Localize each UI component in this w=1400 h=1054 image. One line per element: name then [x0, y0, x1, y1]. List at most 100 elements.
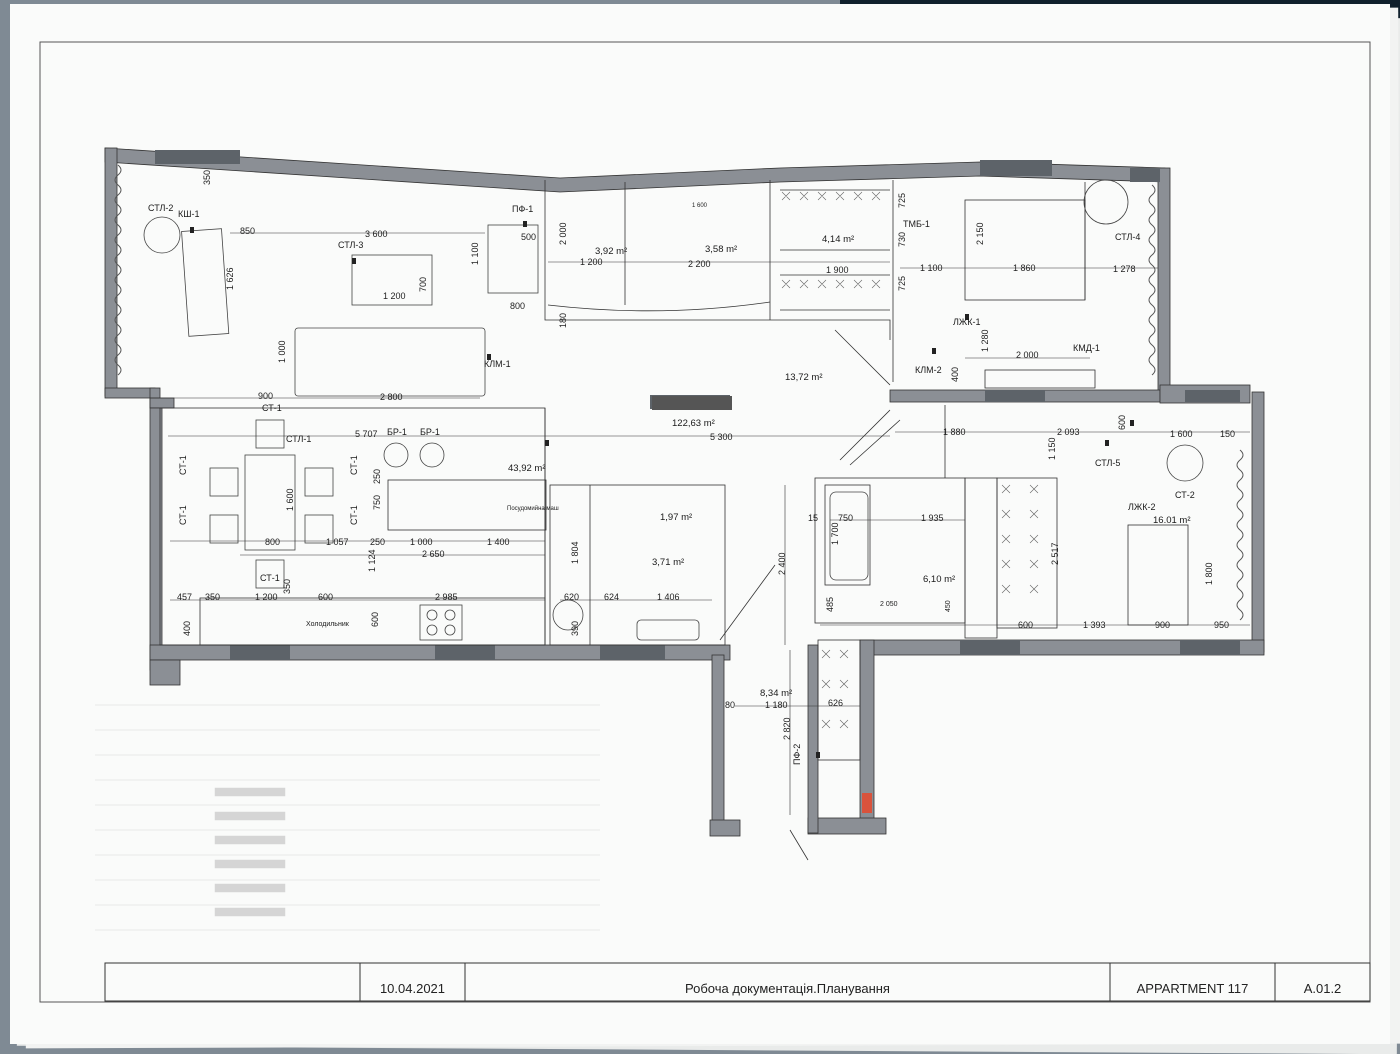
- dimension-d600: 600: [1117, 415, 1127, 430]
- sheet-frame: [39, 41, 1371, 1003]
- title-block-project: APPARTMENT 117: [1136, 980, 1249, 996]
- dimension-d2000: 2 000: [1016, 350, 1039, 360]
- dimension-d1200: 1 200: [580, 257, 603, 267]
- dimension-d626: 626: [828, 698, 843, 708]
- label-st1-top: СТ-1: [262, 403, 282, 413]
- label-stl2: СТЛ-2: [148, 203, 173, 213]
- dimension-d2093: 2 093: [1057, 427, 1080, 437]
- label-st2: СТ-2: [1175, 490, 1195, 500]
- dimension-d1700: 1 700: [830, 522, 840, 545]
- area-wardrobe1: 4,14 m²: [822, 234, 854, 245]
- dimension-d1278: 1 278: [1113, 264, 1136, 274]
- dimension-d1124: 1 124: [367, 549, 377, 572]
- label-klm2: КЛМ-2: [915, 365, 942, 375]
- dimension-d750: 750: [838, 513, 853, 523]
- dimension-d1935: 1 935: [921, 513, 944, 523]
- dining-table: [244, 454, 296, 551]
- dimension-d2650: 2 650: [422, 549, 445, 559]
- dimension-d1400: 1 400: [487, 537, 510, 547]
- floor-plan-drawing: 3,92 m² 3,58 m² 4,14 m² 13,72 m² 122,63 …: [39, 41, 1371, 1003]
- coffee-table: [351, 254, 433, 306]
- area-bath2: 3,58 m²: [705, 244, 737, 255]
- label-st1-left-b: СТ-1: [178, 505, 188, 525]
- dimension-d2985: 2 985: [435, 592, 458, 602]
- dimension-d600: 600: [1018, 620, 1033, 630]
- dimension-d250: 250: [370, 537, 385, 547]
- label-stl5: СТЛ-5: [1095, 458, 1120, 468]
- label-stl4: СТЛ-4: [1115, 232, 1140, 242]
- label-st1-right-a: СТ-1: [349, 455, 359, 475]
- drawing-sheet: 3,92 m² 3,58 m² 4,14 m² 13,72 m² 122,63 …: [10, 4, 1390, 1044]
- dimension-d1200: 1 200: [255, 592, 278, 602]
- dimension-d1600: 1 600: [692, 203, 708, 209]
- dimension-d1626: 1 626: [225, 267, 235, 290]
- dimension-d180: 180: [558, 313, 568, 328]
- dimension-d900: 900: [258, 391, 273, 401]
- dimension-d1800: 1 800: [1204, 562, 1214, 585]
- dimension-d1804: 1 804: [570, 541, 580, 564]
- label-st1-left-a: СТ-1: [178, 455, 188, 475]
- dimension-d624: 624: [604, 592, 619, 602]
- title-block-date: 10.04.2021: [379, 980, 446, 996]
- dimension-d1057: 1 057: [326, 537, 349, 547]
- dimension-d1393: 1 393: [1083, 620, 1106, 630]
- area-corridor: 8,34 m²: [760, 688, 792, 699]
- dimension-d1900: 1 900: [826, 265, 849, 275]
- door-marker: [652, 396, 732, 410]
- pf1-unit: [487, 224, 539, 294]
- dimension-d1600: 1 600: [285, 488, 295, 511]
- dimension-d725: 725: [897, 193, 907, 208]
- dimension-d3600: 3 600: [365, 229, 388, 239]
- dimension-d700: 700: [418, 277, 428, 292]
- label-br1-a: БР-1: [387, 427, 407, 437]
- area-bath4: 3,71 m²: [652, 557, 684, 568]
- dimension-d250: 250: [372, 469, 382, 484]
- dimension-d1406: 1 406: [657, 592, 680, 602]
- label-stl1: СТЛ-1: [286, 434, 311, 444]
- dimension-d350a: 350: [282, 579, 292, 594]
- dimension-d80: 80: [725, 700, 735, 710]
- label-dishwasher: Посудомийна маш: [507, 505, 559, 512]
- dimension-d620: 620: [564, 592, 579, 602]
- dimension-d850: 850: [240, 226, 255, 236]
- dimension-d800: 800: [510, 301, 525, 311]
- label-ksh1: КШ-1: [178, 209, 200, 219]
- table-stl2: [143, 216, 181, 254]
- area-living: 43,92 m²: [508, 463, 546, 474]
- dimension-d1860: 1 860: [1013, 263, 1036, 273]
- kitchen-bar: [181, 228, 230, 337]
- curtain-left: [114, 164, 122, 376]
- dimension-d2200: 2 200: [688, 259, 711, 269]
- dimension-d350a: 350: [205, 592, 220, 602]
- dimension-d1200: 1 200: [383, 291, 406, 301]
- label-tmb1: ТМБ-1: [903, 219, 930, 229]
- red-riser: [862, 793, 872, 813]
- dimension-d600: 600: [370, 612, 380, 627]
- dimension-d1880: 1 880: [943, 427, 966, 437]
- label-st1-bottom: СТ-1: [260, 573, 280, 583]
- dimension-d950: 950: [1214, 620, 1229, 630]
- label-fridge: Холодильник: [306, 621, 350, 628]
- area-bath3: 1,97 m²: [660, 512, 692, 523]
- label-stl3: СТЛ-3: [338, 240, 363, 250]
- st2-chair: [1166, 444, 1204, 482]
- label-klm1: КЛМ-1: [484, 359, 511, 369]
- dimension-d800: 800: [265, 537, 280, 547]
- area-bath5: 6,10 m²: [923, 574, 955, 585]
- area-total: 122,63 m²: [672, 418, 715, 429]
- title-block-sheet: A.01.2: [1303, 980, 1342, 996]
- dimension-d725: 725: [897, 276, 907, 291]
- dimension-d1000: 1 000: [410, 537, 433, 547]
- dimension-d900: 900: [1155, 620, 1170, 630]
- label-lzhk2: ЛЖК-2: [1128, 502, 1155, 512]
- dimension-d1100: 1 100: [920, 263, 943, 273]
- dimension-d2050: 2 050: [880, 601, 898, 608]
- furniture: [143, 179, 1204, 641]
- dimension-d2800: 2 800: [380, 392, 403, 402]
- area-hall: 13,72 m²: [785, 372, 823, 383]
- curtain-right: [1148, 184, 1156, 376]
- label-kmd1: КМД-1: [1073, 343, 1100, 353]
- dimension-d5300: 5 300: [710, 432, 733, 442]
- dimension-d457: 457: [177, 592, 192, 602]
- dimension-d390: 390: [570, 621, 580, 636]
